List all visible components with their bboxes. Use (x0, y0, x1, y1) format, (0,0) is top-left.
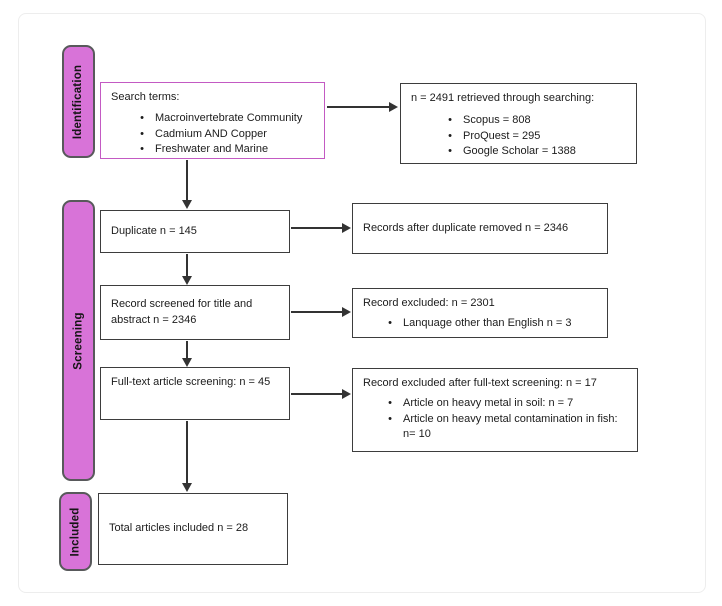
source-count: Scopus = 808 (463, 114, 531, 127)
arrow-head-icon (182, 276, 192, 285)
bullet-icon (437, 113, 463, 128)
fulltext-box: Full-text article screening: n = 45 (100, 367, 290, 420)
arrow-head-icon (182, 483, 192, 492)
after-duplicate-box: Records after duplicate removed n = 2346 (352, 203, 608, 254)
excluded-fulltext-title: Record excluded after full-text screenin… (363, 377, 597, 389)
bullet-icon (377, 396, 403, 411)
duplicate-box: Duplicate n = 145 (100, 210, 290, 253)
stage-identification-label: Identification (72, 64, 85, 139)
screened-box: Record screened for title and abstract n… (100, 285, 290, 340)
stage-included-label: Included (69, 507, 82, 556)
excluded-fulltext-list: Article on heavy metal in soil: n = 7 Ar… (377, 396, 627, 442)
excluded-title-abstract-list: Lanquage other than English n = 3 (377, 316, 597, 331)
arrow-head-icon (342, 307, 351, 317)
excluded-title-abstract-title: Record excluded: n = 2301 (363, 297, 495, 309)
stage-screening-label: Screening (72, 311, 85, 370)
included-total-box: Total articles included n = 28 (98, 493, 288, 565)
arrow-head-icon (342, 389, 351, 399)
bullet-icon (129, 111, 155, 126)
exclusion-reason: Lanquage other than English n = 3 (403, 317, 572, 330)
list-item: Lanquage other than English n = 3 (377, 316, 597, 331)
page-frame (18, 13, 706, 593)
search-term: Cadmium AND Copper (155, 127, 267, 140)
arrow-head-icon (182, 200, 192, 209)
included-total-text: Total articles included n = 28 (109, 522, 249, 535)
records-retrieved-list: Scopus = 808 ProQuest = 295 Google Schol… (437, 113, 626, 159)
list-item: ProQuest = 295 (437, 129, 626, 144)
arrow-line (291, 227, 342, 229)
search-terms-title: Search terms: (111, 91, 180, 103)
source-count: Google Scholar = 1388 (463, 145, 576, 158)
records-retrieved-box: n = 2491 retrieved through searching: Sc… (400, 83, 637, 164)
exclusion-reason: Article on heavy metal contamination in … (403, 412, 618, 441)
search-term: Freshwater and Marine (155, 143, 269, 156)
arrow-line (186, 254, 188, 276)
arrow-line (327, 106, 389, 108)
search-terms-box: Search terms: Macroinvertebrate Communit… (100, 82, 325, 159)
excluded-title-abstract-box: Record excluded: n = 2301 Lanquage other… (352, 288, 608, 338)
search-terms-list: Macroinvertebrate Community Cadmium AND … (129, 111, 314, 157)
search-term: Macroinvertebrate Community (155, 112, 303, 125)
bullet-icon (129, 127, 155, 142)
screened-text: Record screened for title and abstract n… (111, 298, 253, 326)
stage-included: Included (59, 492, 92, 571)
bullet-icon (129, 142, 155, 157)
stage-screening: Screening (62, 200, 95, 481)
list-item: Article on heavy metal in soil: n = 7 (377, 396, 627, 411)
arrow-head-icon (182, 358, 192, 367)
arrow-line (186, 341, 188, 358)
after-duplicate-text: Records after duplicate removed n = 2346 (363, 221, 569, 234)
duplicate-text: Duplicate n = 145 (111, 224, 197, 237)
stage-identification: Identification (62, 45, 95, 158)
bullet-icon (377, 316, 403, 331)
bullet-icon (377, 412, 403, 443)
arrow-line (291, 311, 342, 313)
list-item: Article on heavy metal contamination in … (377, 412, 627, 443)
records-retrieved-title: n = 2491 retrieved through searching: (411, 92, 595, 104)
arrow-line (186, 421, 188, 483)
arrow-line (186, 160, 188, 200)
exclusion-reason: Article on heavy metal in soil: n = 7 (403, 397, 574, 410)
bullet-icon (437, 144, 463, 159)
list-item: Macroinvertebrate Community (129, 111, 314, 126)
list-item: Freshwater and Marine (129, 142, 314, 157)
list-item: Scopus = 808 (437, 113, 626, 128)
bullet-icon (437, 129, 463, 144)
source-count: ProQuest = 295 (463, 129, 541, 142)
excluded-fulltext-box: Record excluded after full-text screenin… (352, 368, 638, 452)
fulltext-text: Full-text article screening: n = 45 (111, 376, 271, 388)
arrow-head-icon (342, 223, 351, 233)
list-item: Google Scholar = 1388 (437, 144, 626, 159)
arrow-head-icon (389, 102, 398, 112)
arrow-line (291, 393, 342, 395)
list-item: Cadmium AND Copper (129, 127, 314, 142)
